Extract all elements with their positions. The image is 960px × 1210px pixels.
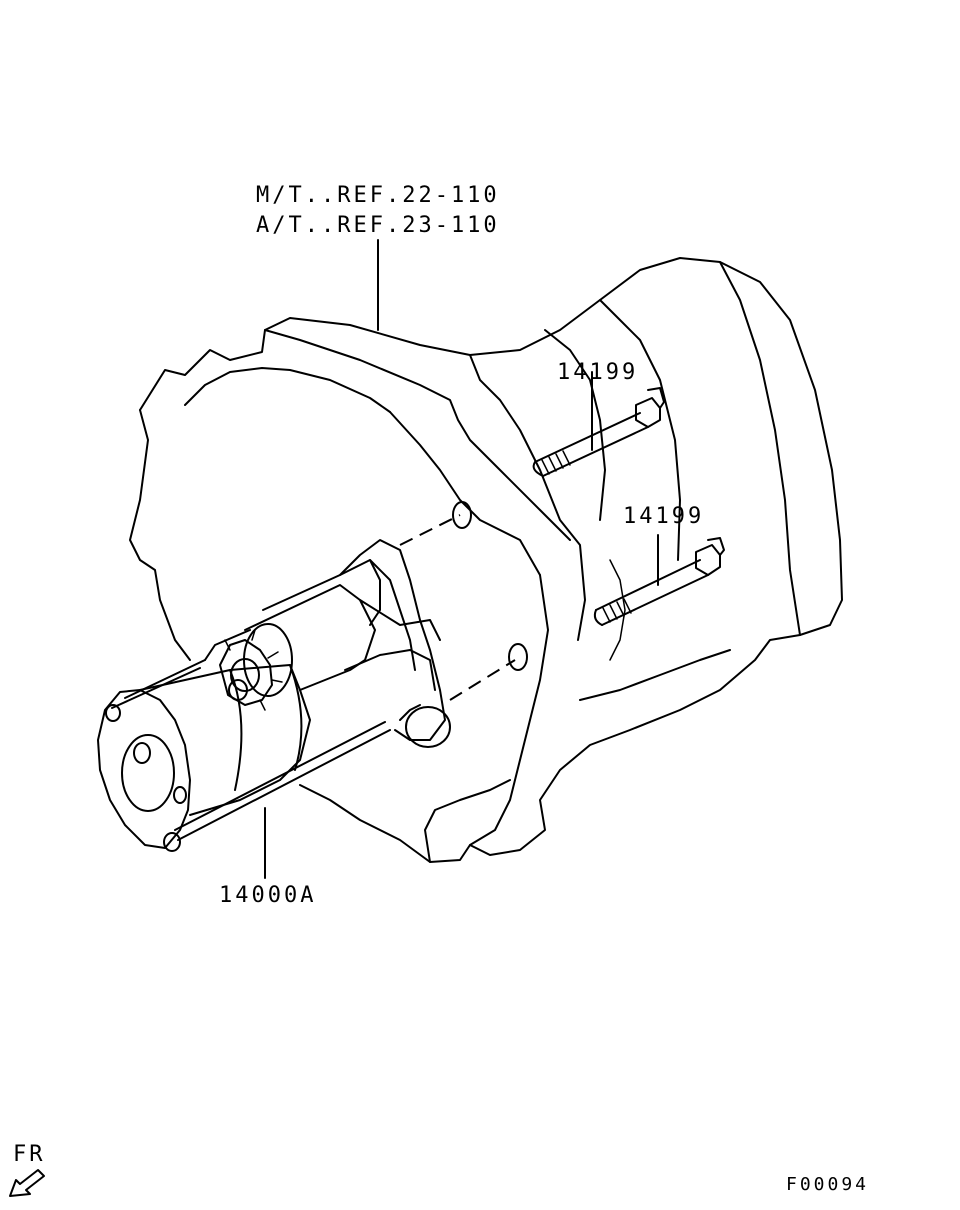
front-marker: FR	[13, 1142, 46, 1167]
starter-motor	[97, 539, 451, 879]
alignment-lines	[399, 514, 516, 701]
figure-code: F00094	[786, 1174, 870, 1195]
part-label-bolt-lower: 14199	[623, 504, 705, 529]
reference-at: A/T..REF.23-110	[256, 213, 500, 238]
reference-mt: M/T..REF.22-110	[256, 183, 500, 208]
arrow-down-left-icon	[9, 1169, 45, 1197]
part-label-bolt-upper: 14199	[557, 360, 639, 385]
bolt-lower	[593, 534, 725, 626]
transmission-housing	[129, 239, 843, 863]
part-label-starter: 14000A	[219, 883, 317, 908]
bolt-upper	[532, 371, 665, 477]
